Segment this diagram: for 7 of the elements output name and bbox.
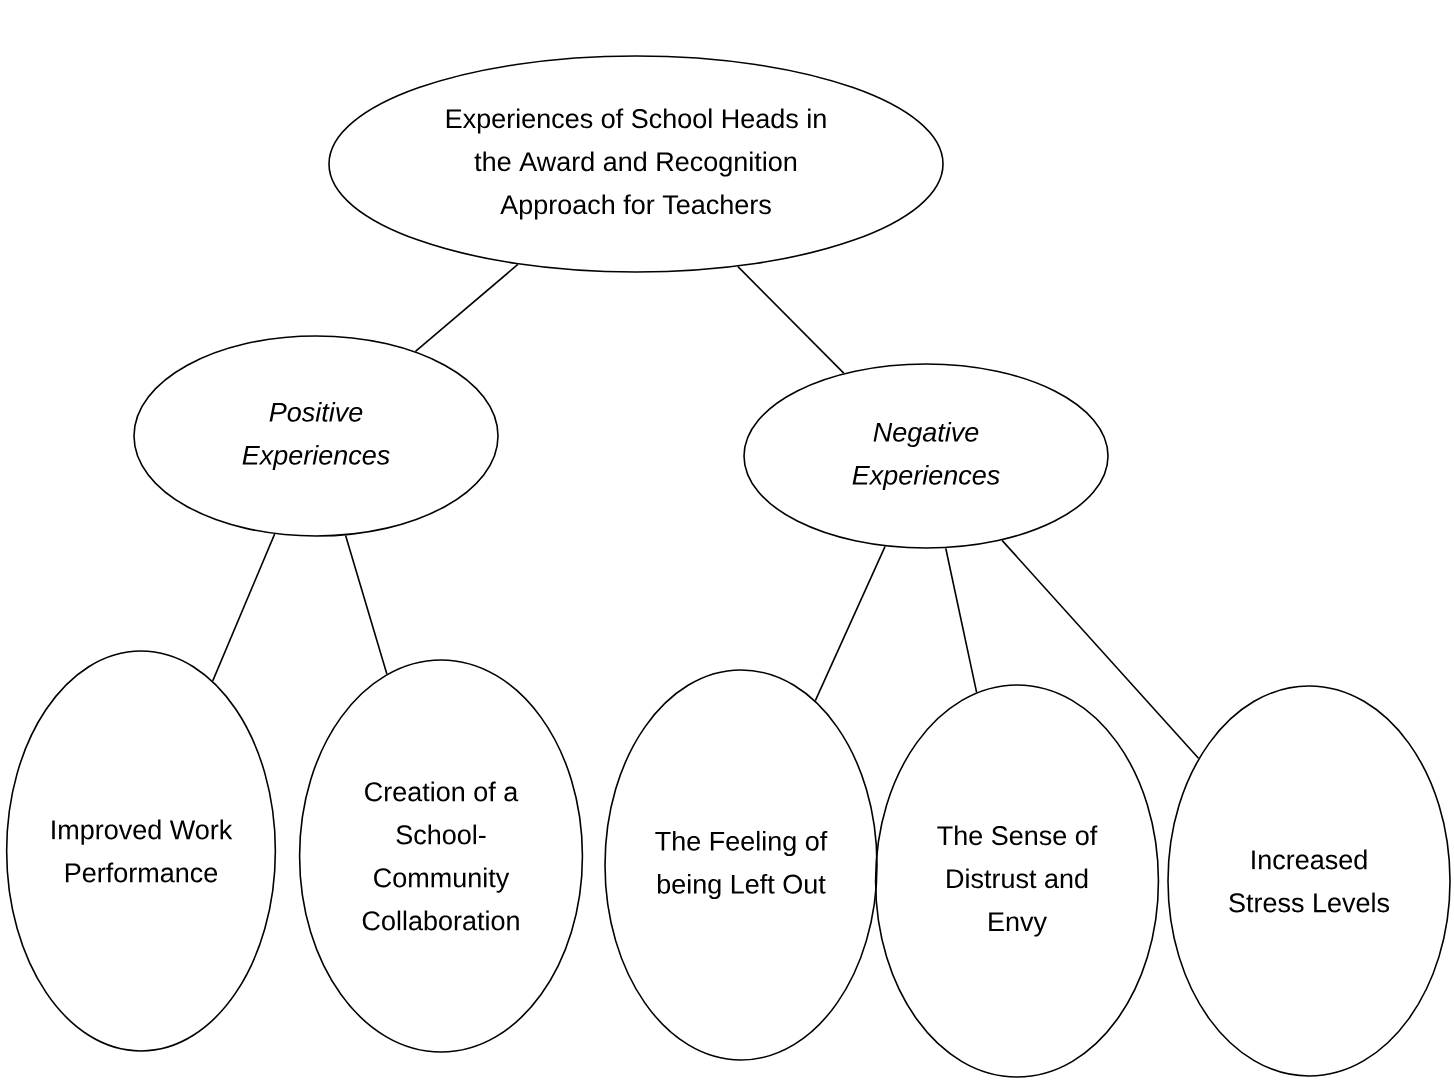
connector-line <box>1001 539 1200 760</box>
connector-line <box>344 534 388 675</box>
connector-line <box>211 533 276 682</box>
connector-line <box>944 547 978 694</box>
connector-line <box>814 545 886 702</box>
connector-line <box>414 263 519 353</box>
connector-line <box>737 265 845 374</box>
